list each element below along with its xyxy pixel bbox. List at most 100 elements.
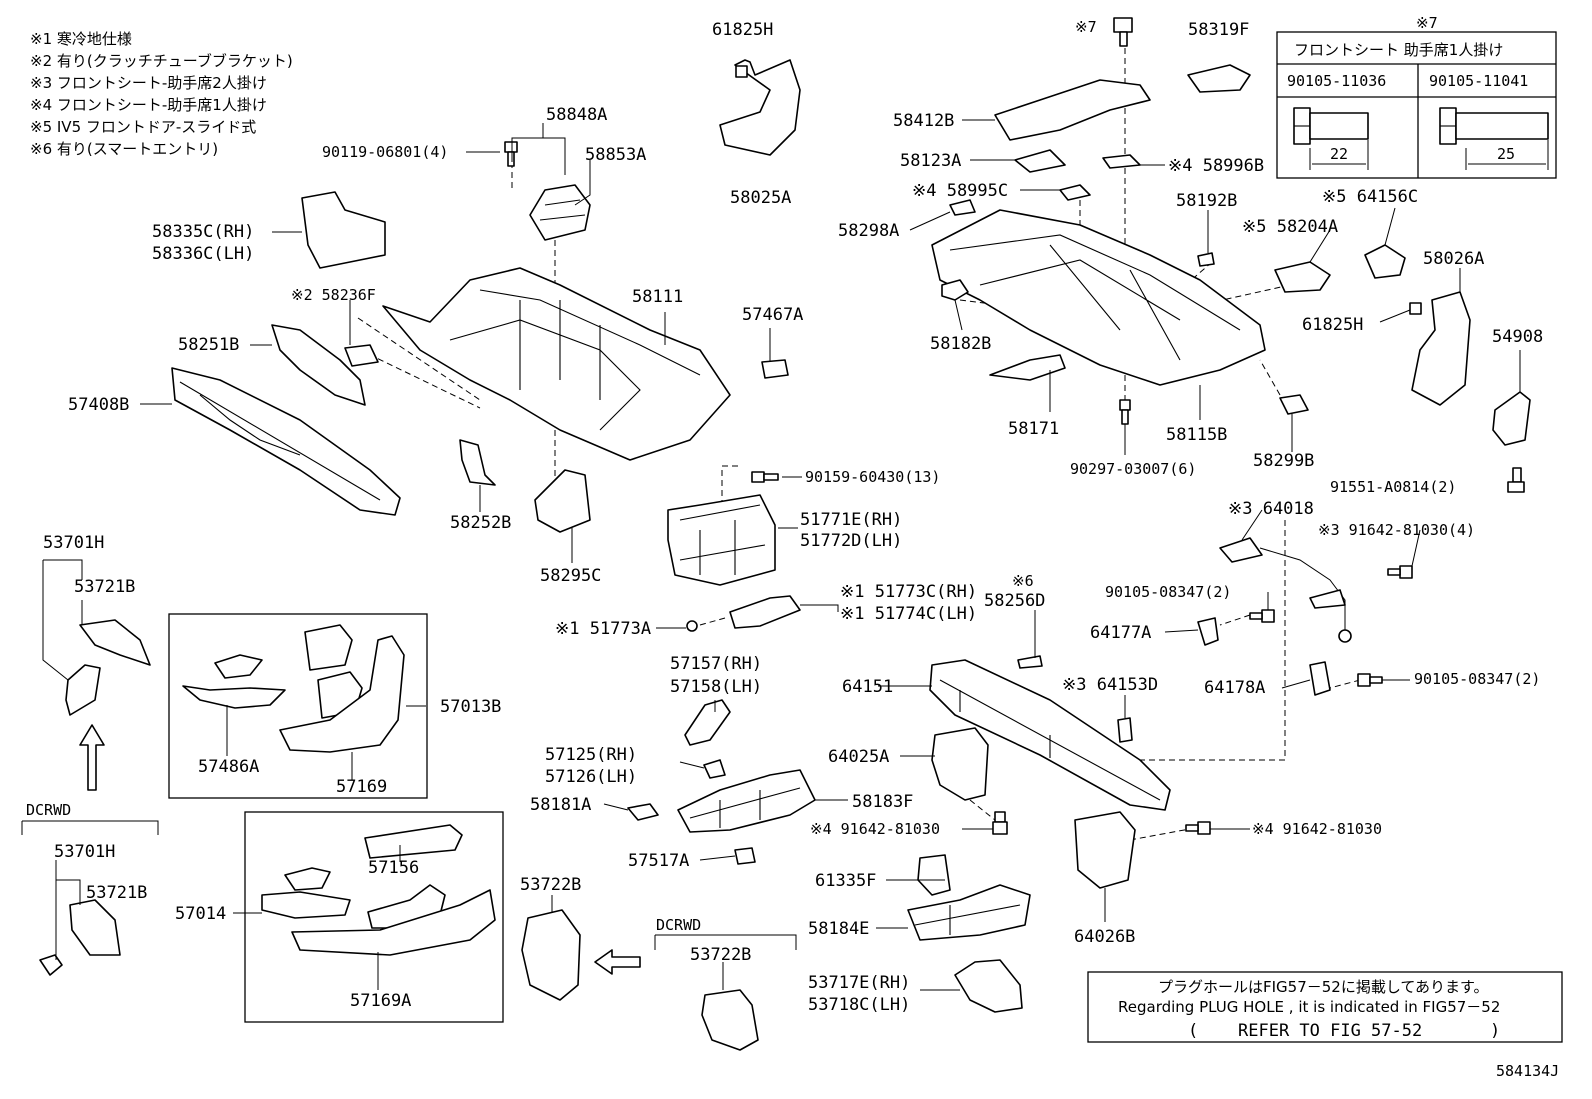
bolt-table-header: フロントシート 助手席1人掛け: [1294, 41, 1503, 59]
member-57156: [364, 824, 463, 859]
clip-57486A: [214, 654, 263, 679]
label-57467A: 57467A: [742, 305, 803, 325]
label-53722B: 53722B: [520, 875, 581, 895]
bolt-90297: [1119, 399, 1131, 425]
label-dcrwd: DCRWD: [26, 801, 71, 819]
note-6: ※6 有り(スマートエントリ): [30, 140, 218, 158]
label-58256D: 58256D: [984, 591, 1045, 611]
note-4: ※4 フロントシート-助手席1人掛け: [30, 96, 267, 114]
label-58236F: ※2 58236F: [291, 286, 376, 304]
bolt-table-part-2: 90105-11041: [1429, 72, 1528, 90]
label-51773A: ※1 51773A: [555, 619, 651, 639]
figure-id: 584134J: [1496, 1062, 1559, 1080]
boot-58848A: [529, 184, 591, 241]
label-53718C: 53718C(LH): [808, 995, 910, 1015]
label-58252B: 58252B: [450, 513, 511, 533]
plug-hole-note-en: Regarding PLUG HOLE , it is indicated in…: [1118, 998, 1500, 1016]
clip-57014: [284, 867, 331, 891]
bolt-91551: [1507, 467, 1525, 493]
label-51771E: 51771E(RH): [800, 510, 902, 530]
bracket-53701H-lower: [39, 954, 63, 976]
label-58192B: 58192B: [1176, 191, 1237, 211]
bolt-91642-left: [992, 811, 1008, 835]
bracket-57467A: [761, 359, 789, 379]
label-90105b: 90105-08347(2): [1414, 670, 1540, 688]
label-58111: 58111: [632, 287, 683, 307]
label-91642-left: ※4 91642-81030: [810, 820, 940, 838]
rail-57169: [279, 635, 405, 753]
label-91642-right: ※4 91642-81030: [1252, 820, 1382, 838]
label-58184E: 58184E: [808, 919, 869, 939]
bracket-54908: [1492, 391, 1531, 446]
label-90119: 90119-06801(4): [322, 143, 448, 161]
label-58123A: 58123A: [900, 151, 961, 171]
bolt-table-frame: [1276, 31, 1557, 179]
bracket-58256D: [1017, 655, 1043, 669]
label-53721B-lower: 53721B: [86, 883, 147, 903]
arrow-left-icon: [594, 949, 641, 975]
label-61335F: 61335F: [815, 871, 876, 891]
bracket-58171: [989, 354, 1066, 381]
bolt-drawing-2: 25: [1439, 107, 1549, 170]
label-64151: 64151: [842, 677, 893, 697]
part-labels: 61825H 58025A 58848A 58853A 90119-06801(…: [26, 18, 1543, 1015]
clip-61825H-top: [735, 65, 748, 78]
bolt-7: [1113, 17, 1133, 47]
bracket-64018-b: [1309, 589, 1346, 609]
group-box-57013B: [168, 613, 428, 799]
bolt-table-part-1: 90105-11036: [1287, 72, 1386, 90]
bolt-90105a: [1249, 609, 1275, 623]
bolt-90105b: [1357, 673, 1383, 687]
label-51774C: ※1 51774C(LH): [840, 604, 977, 624]
plate-61335F: [917, 854, 951, 896]
bracket-58299B: [1279, 394, 1309, 415]
label-58299B: 58299B: [1253, 451, 1314, 471]
clip-64178A: [1309, 661, 1331, 696]
label-90297: 90297-03007(6): [1070, 460, 1196, 478]
label-64177A: 64177A: [1090, 623, 1151, 643]
label-58026A: 58026A: [1423, 249, 1484, 269]
leader-lines: [42, 119, 1521, 991]
label-58182B: 58182B: [930, 334, 991, 354]
pad-58182B: [941, 279, 969, 301]
bracket-53721B-lower: [69, 899, 121, 956]
bracket-58295C: [534, 469, 591, 533]
plate-58181A: [627, 803, 659, 821]
panel-53722B: [521, 909, 581, 1001]
label-64156C: ※5 64156C: [1322, 187, 1418, 207]
bolt-51773A: [686, 620, 698, 632]
label-90159: 90159-60430(13): [805, 468, 940, 486]
plug-hole-ref: REFER TO FIG 57-52: [1238, 1021, 1422, 1041]
label-57157: 57157(RH): [670, 654, 762, 674]
bolt-91642-right: [1185, 821, 1211, 835]
label-57125: 57125(RH): [545, 745, 637, 765]
bracket-58335C: [301, 191, 386, 269]
label-58256D-mark: ※6: [1012, 572, 1034, 590]
label-58171: 58171: [1008, 419, 1059, 439]
label-57486A: 57486A: [198, 757, 259, 777]
label-58183F: 58183F: [852, 792, 913, 812]
bolt-91642-4: [1387, 565, 1413, 579]
label-58853A: 58853A: [585, 145, 646, 165]
bracket-58252B: [459, 439, 496, 486]
crossmember-57408B: [171, 367, 401, 516]
member-58183F: [677, 769, 816, 833]
bracket-64026B: [1074, 811, 1136, 889]
label-58115B: 58115B: [1166, 425, 1227, 445]
label-57169A: 57169A: [350, 991, 411, 1011]
label-91642-4: ※3 91642-81030(4): [1318, 521, 1475, 539]
bracket-57517A: [734, 847, 756, 865]
bolt-length-1: 22: [1330, 145, 1348, 163]
label-58251B: 58251B: [178, 335, 239, 355]
part-57486A: [182, 685, 286, 709]
label-61825H-top: 61825H: [712, 20, 773, 40]
label-57169: 57169: [336, 777, 387, 797]
bracket-64018: [1219, 537, 1263, 563]
note-3: ※3 フロントシート-助手席2人掛け: [30, 74, 267, 92]
panel-58412B: [994, 79, 1151, 141]
label-61825H-right: 61825H: [1302, 315, 1363, 335]
arrow-up-icon: [79, 724, 105, 791]
label-57517A: 57517A: [628, 851, 689, 871]
note-1: ※1 寒冷地仕様: [30, 30, 132, 48]
member-58184E: [907, 884, 1031, 941]
